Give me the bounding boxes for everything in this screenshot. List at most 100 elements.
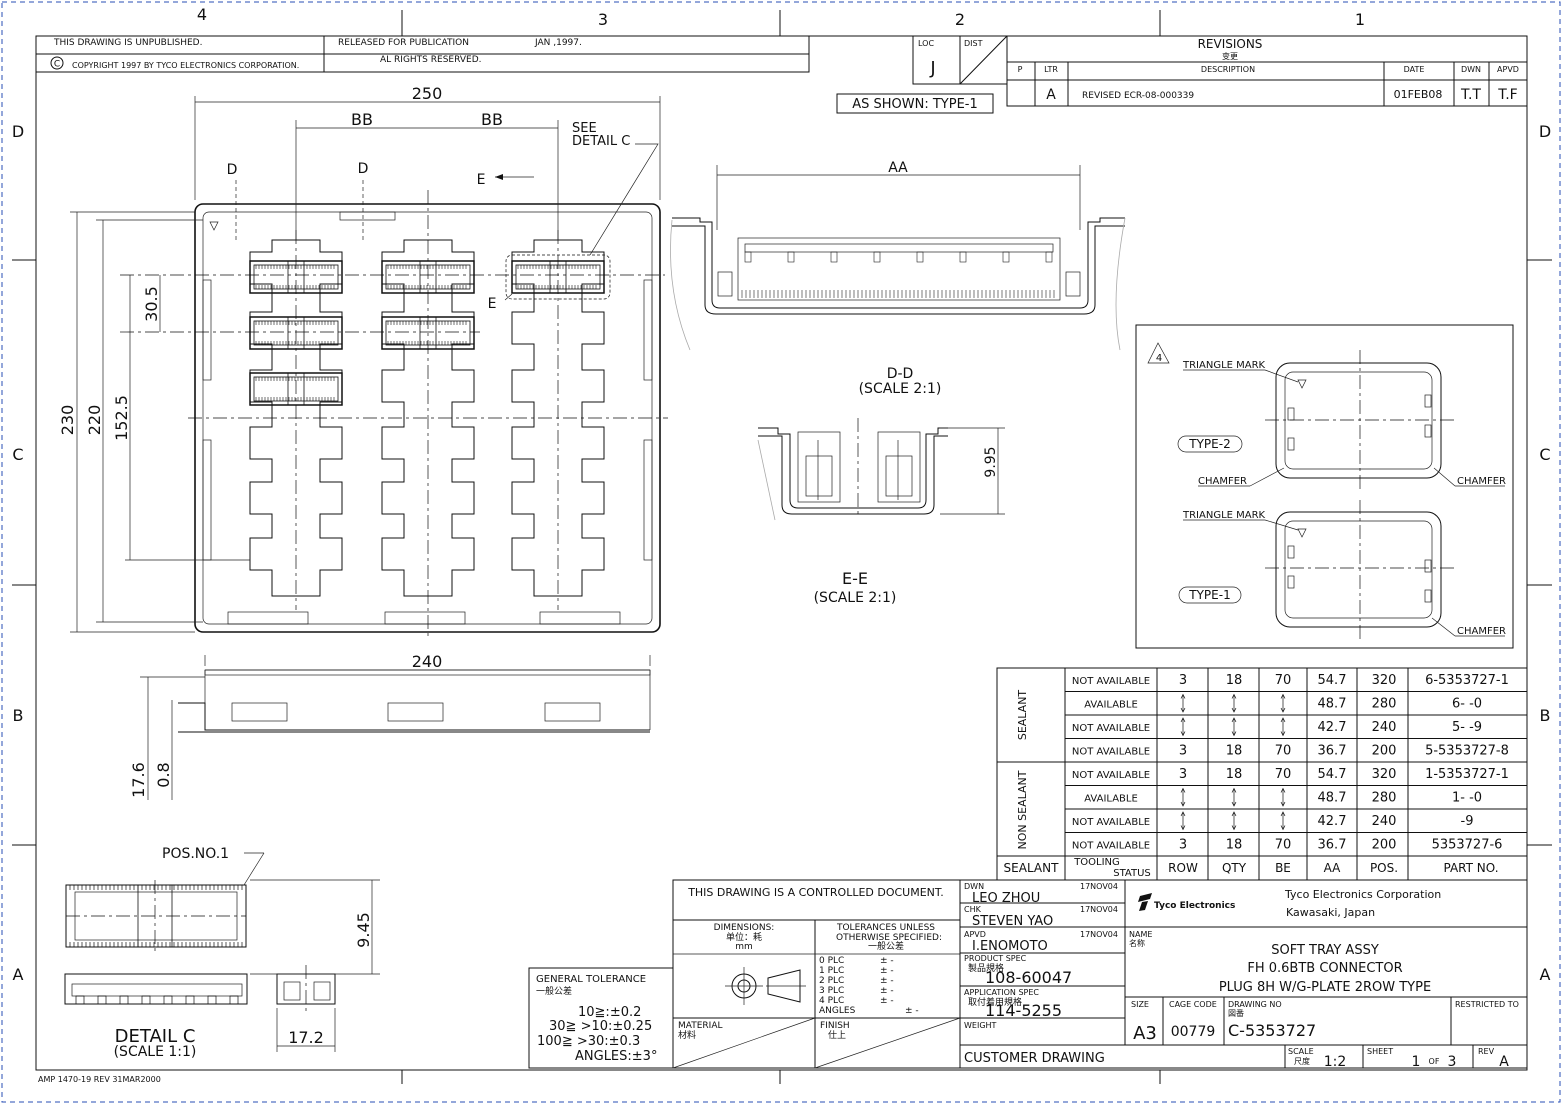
title-line-3: PLUG 8H W/G-PLATE 2ROW TYPE <box>1219 980 1431 995</box>
dwn-date: 17NOV04 <box>1080 882 1118 891</box>
dim-aa: AA <box>888 160 908 176</box>
header-status: STATUS <box>1113 868 1151 879</box>
table-cell: 240 <box>1372 814 1397 829</box>
product-spec-cn: 製品規格 <box>968 962 1004 974</box>
plc-value: ± - <box>880 966 894 976</box>
section-ee-title: E-E <box>842 569 868 588</box>
header-aa: AA <box>1324 861 1342 875</box>
table-cell: 200 <box>1372 744 1397 759</box>
rev-header-dwn: DWN <box>1461 65 1481 74</box>
see-detail-label-2: DETAIL C <box>572 134 630 149</box>
plc-label: 3 PLC <box>819 986 844 996</box>
table-cell: 42.7 <box>1318 720 1347 735</box>
section-d-left: D <box>227 162 238 178</box>
dwn-label: DWN <box>964 882 984 891</box>
revisions-block: REVISIONS 变更 P LTR DESCRIPTION DATE DWN … <box>1006 35 1528 107</box>
revisions-title: REVISIONS <box>1198 37 1263 51</box>
customer-drawing: CUSTOMER DRAWING <box>964 1051 1105 1066</box>
dim-17-2: 17.2 <box>288 1028 324 1047</box>
chamfer-label-3: CHAMFER <box>1457 626 1506 637</box>
dim-bb-left: BB <box>351 110 373 129</box>
plc-label: 0 PLC <box>819 956 844 966</box>
table-cell: 36.7 <box>1318 838 1347 853</box>
table-cell: 3 <box>1179 838 1187 853</box>
dim-250: 250 <box>412 84 443 103</box>
zone-ticks <box>12 10 1552 1084</box>
table-cell: 48.7 <box>1318 791 1347 806</box>
plc-label: 1 PLC <box>819 966 844 976</box>
header-qty: QTY <box>1222 861 1247 875</box>
material-label: MATERIAL <box>678 1021 723 1031</box>
table-cell: 6- -0 <box>1452 697 1482 712</box>
dim-152-5: 152.5 <box>112 395 131 441</box>
form-number: AMP 1470-19 REV 31MAR2000 <box>38 1075 161 1084</box>
release-date: JAN ,1997. <box>534 38 582 48</box>
rev-row-date: 01FEB08 <box>1394 88 1443 101</box>
unpublished-text: THIS DRAWING IS UNPUBLISHED. <box>53 38 202 48</box>
table-cell: 18 <box>1226 744 1243 759</box>
scale-value: 1:2 <box>1324 1054 1347 1070</box>
section-e-bottom: E <box>488 296 497 312</box>
sheet-total: 3 <box>1448 1054 1457 1070</box>
copyright-icon <box>50 56 64 70</box>
weight-label: WEIGHT <box>964 1021 997 1030</box>
tolerance-line-2: 30≧ >10:±0.25 <box>549 1019 652 1034</box>
dimensions-unit: mm <box>735 942 753 952</box>
rev-header-apvd: APVD <box>1497 65 1519 74</box>
table-cell: NOT AVAILABLE <box>1072 676 1150 687</box>
plc-label: ANGLES <box>819 1006 856 1016</box>
rev-header-ltr: LTR <box>1044 65 1058 74</box>
type-2-label: TYPE-2 <box>1188 437 1230 451</box>
loc-dist-box: LOC J DIST <box>912 35 1008 85</box>
chk-label: CHK <box>964 905 982 914</box>
section-dd-scale: (SCALE 2:1) <box>859 381 942 397</box>
table-cell: 36.7 <box>1318 744 1347 759</box>
note-4-marker: 4 <box>1156 353 1162 364</box>
tolerance-line-4: ANGLES:±3° <box>575 1049 657 1064</box>
dim-9-45: 9.45 <box>354 912 373 948</box>
general-tolerance-box: GENERAL TOLERANCE 一般公差 10≧:±0.2 30≧ >10:… <box>528 967 674 1069</box>
group-sealant-label: SEALANT <box>1016 690 1029 741</box>
table-cell: 54.7 <box>1318 673 1347 688</box>
zone-row-a-left: A <box>13 965 24 984</box>
header-row: ROW <box>1168 861 1198 875</box>
zone-row-c-left: C <box>12 445 23 464</box>
rev-row-description: REVISED ECR-08-000339 <box>1082 91 1194 101</box>
table-cell: AVAILABLE <box>1084 794 1138 805</box>
detail-c-title: DETAIL C <box>115 1026 196 1047</box>
table-cell: 42.7 <box>1318 814 1347 829</box>
sheet-number: 1 <box>1412 1054 1421 1070</box>
dim-30-5: 30.5 <box>142 286 161 322</box>
table-cell: 18 <box>1226 838 1243 853</box>
drawing-no-label: DRAWING NO <box>1228 1000 1282 1009</box>
table-cell: 3 <box>1179 744 1187 759</box>
controlled-document-box: THIS DRAWING IS A CONTROLLED DOCUMENT. D… <box>672 879 961 1069</box>
dist-label: DIST <box>964 39 983 48</box>
plc-value: ± - <box>880 976 894 986</box>
as-shown-note: AS SHOWN: TYPE-1 <box>852 97 978 112</box>
tray-side-view: 240 17.6 0.8 <box>129 652 651 800</box>
plc-value: ± - <box>880 956 894 966</box>
name-label-cn: 名称 <box>1129 938 1145 948</box>
tolerance-line-3: 100≧ >30:±0.3 <box>537 1034 640 1049</box>
rev-header-p: P <box>1018 65 1023 74</box>
otherwise-label: OTHERWISE SPECIFIED: <box>836 933 942 943</box>
zone-col-4: 4 <box>197 5 207 24</box>
product-spec-value: 108-60047 <box>985 968 1072 987</box>
table-cell: 6-5353727-1 <box>1425 673 1509 688</box>
table-cell: 320 <box>1372 673 1397 688</box>
finish-label: FINISH <box>820 1021 850 1031</box>
zone-row-d-left: D <box>12 122 24 141</box>
cage-code-value: 00779 <box>1171 1024 1216 1040</box>
zone-col-3: 3 <box>598 10 608 29</box>
drawing-no-value: C-5353727 <box>1228 1021 1316 1040</box>
table-cell: 3 <box>1179 673 1187 688</box>
table-cell: 5-5353727-8 <box>1425 744 1509 759</box>
material-cn: 材料 <box>678 1029 696 1041</box>
plc-value: ± - <box>880 996 894 1006</box>
section-ee-scale: (SCALE 2:1) <box>814 590 897 606</box>
table-cell: 70 <box>1275 673 1292 688</box>
table-cell: 200 <box>1372 838 1397 853</box>
